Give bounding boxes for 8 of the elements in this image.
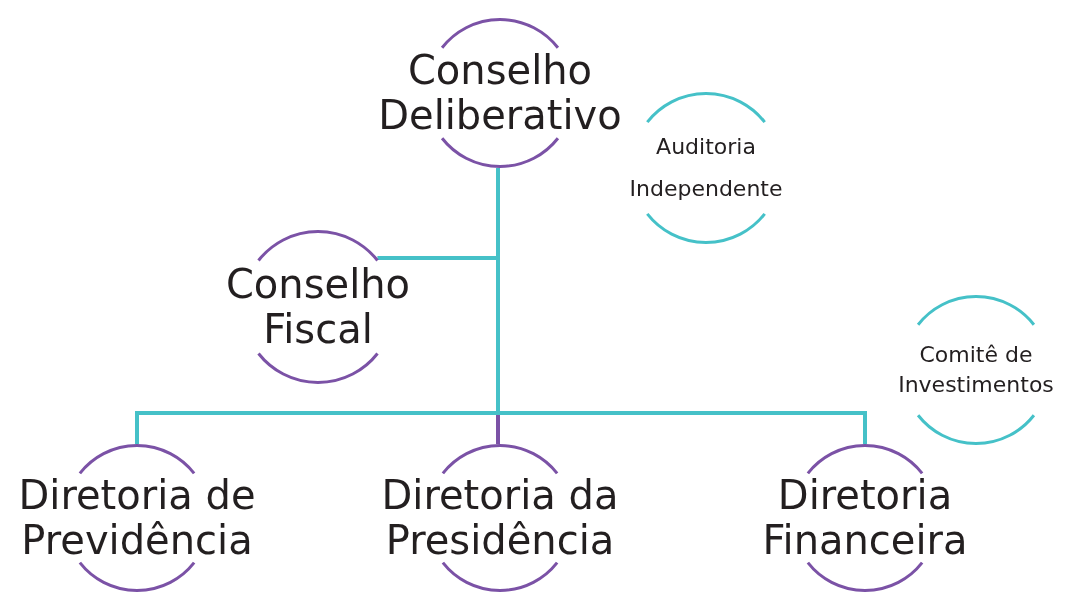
unit-label: Auditoria Independente [628, 133, 784, 203]
unit-label: Diretoria de Previdência [17, 473, 257, 563]
connector-line [496, 168, 867, 444]
unit-label: Diretoria Financeira [761, 473, 969, 563]
unit-label: Comitê de Investimentos [897, 341, 1055, 399]
unit-label: Conselho Deliberativo [377, 48, 623, 138]
unit-label: Conselho Fiscal [224, 262, 412, 352]
unit-label: Diretoria da Presidência [380, 473, 620, 563]
